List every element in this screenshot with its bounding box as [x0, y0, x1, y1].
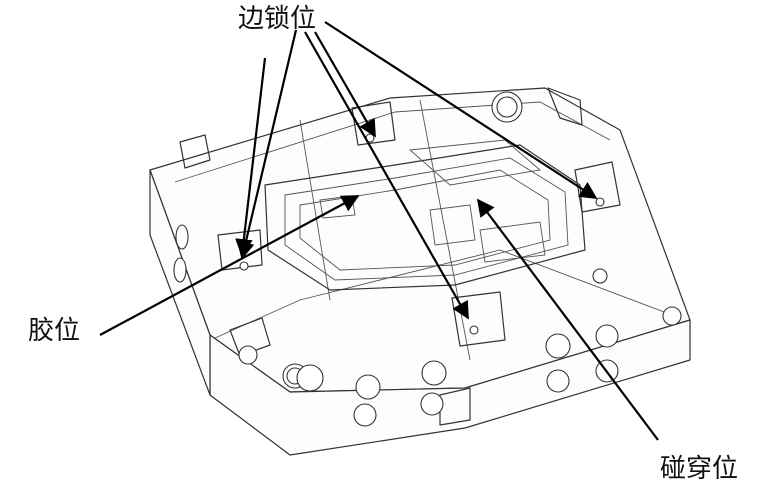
- corner-notches: [179, 87, 583, 426]
- front-face-holes: [238, 324, 619, 427]
- top-screw-holes: [239, 91, 682, 389]
- mold-base-block: [149, 87, 691, 456]
- glue-position-leader: [99, 195, 360, 336]
- left-side-holes: [173, 224, 189, 283]
- edge-lock-leaders: [235, 21, 598, 320]
- shutoff-position-label: 碰穿位: [660, 454, 739, 484]
- glue-position-label: 胶位: [28, 316, 81, 346]
- shutoff-position-leader: [476, 198, 659, 441]
- edge-lock-label: 边锁位: [238, 4, 317, 34]
